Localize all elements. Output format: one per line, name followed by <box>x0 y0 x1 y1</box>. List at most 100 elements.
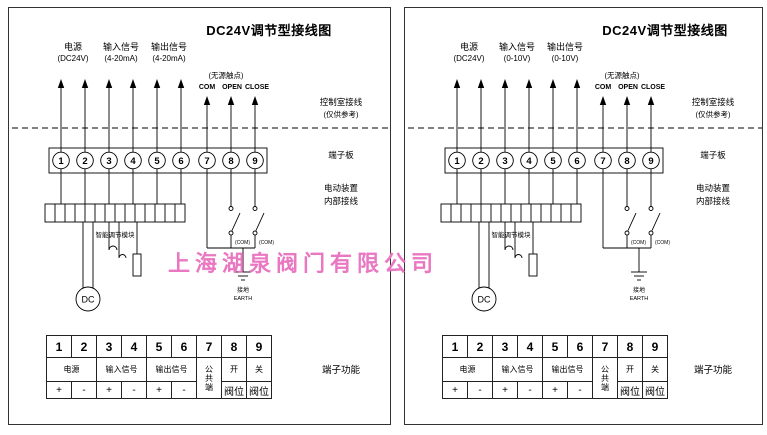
passive-contact-label: (无源触点) <box>604 71 640 80</box>
terminal-number: 2 <box>478 156 483 167</box>
table-cell-number: 8 <box>221 335 247 358</box>
terminal-circle <box>100 151 118 170</box>
switch-com-label: (COM) <box>259 240 274 246</box>
terminal-circle <box>472 151 490 170</box>
table-cell-number: 9 <box>642 335 668 358</box>
switch-com-label: (COM) <box>631 240 646 246</box>
wire-group-range: (0-10V) <box>503 54 531 63</box>
module-label: 智能调节模块 <box>96 230 136 239</box>
terminal-circle <box>52 151 70 170</box>
wire-group-range: (0-10V) <box>551 54 579 63</box>
earth-ground-icon <box>631 248 647 281</box>
terminal-circle <box>172 151 190 170</box>
table-cell-sign: + <box>442 381 468 399</box>
table-cell-sign: + <box>146 381 172 399</box>
terminal-circle <box>246 151 264 170</box>
terminal-board <box>444 147 664 174</box>
dc-source-icon <box>471 286 497 312</box>
terminal-number: 6 <box>574 156 579 167</box>
terminal-circle <box>222 151 240 170</box>
hook-wire-icon <box>118 222 127 259</box>
dc-label: DC <box>478 295 491 305</box>
wire-group-name: 电源 <box>63 42 82 52</box>
table-cell-input: 输入信号 <box>492 357 543 382</box>
terminal-circle <box>618 151 636 170</box>
wire-group-output-signal: 输出信号 (4-20mA) <box>139 42 199 64</box>
wire-group-name: 输出信号 <box>150 42 187 52</box>
wire-group-range: (DC24V) <box>57 54 89 63</box>
earth-label-cn: 接地 <box>633 286 645 294</box>
resistor-icon <box>132 253 142 277</box>
terminal-number: 8 <box>228 156 233 167</box>
arrow-up-icon <box>105 79 113 88</box>
table-cell-common: 公共端 <box>592 357 618 399</box>
device-label-line1: 电动装置 <box>695 183 730 193</box>
terminal-number: 3 <box>106 156 111 167</box>
table-cell-number: 4 <box>517 335 543 358</box>
table-cell-number: 6 <box>567 335 593 358</box>
terminal-number: 2 <box>82 156 87 167</box>
diagram-title: DC24V调节型接线图 <box>602 23 728 38</box>
table-cell-open-sub: 阀位 <box>617 381 643 399</box>
terminal-circle <box>544 151 562 170</box>
terminal-number: 8 <box>624 156 629 167</box>
terminal-numbers: 1 2 3 4 5 6 7 8 9 <box>454 156 653 167</box>
device-label-line2: 内部接线 <box>695 196 730 206</box>
terminal-board-label: 端子板 <box>700 150 726 160</box>
table-cell-close: 关 <box>642 357 668 382</box>
terminal-circle <box>594 151 612 170</box>
resistor-icon <box>528 253 538 277</box>
table-cell-sign: + <box>46 381 72 399</box>
table-cell-number: 1 <box>46 335 72 358</box>
contact-label-close: CLOSE <box>244 84 270 91</box>
arrow-up-icon <box>599 96 607 105</box>
terminal-function-label: 端子功能 <box>693 365 732 376</box>
control-room-label: 控制室接线 <box>691 97 735 107</box>
terminal-circle <box>148 151 166 170</box>
wire-group-input-signal: 输入信号 (4-20mA) <box>91 42 151 64</box>
terminal-function-table: 1 2 3 4 5 6 7 8 9 电源 输入信号 输出信号 公共端 开 关 +… <box>46 335 272 399</box>
wire-group-range: (4-20mA) <box>152 54 186 63</box>
arrow-up-icon <box>453 79 461 88</box>
table-cell-number: 7 <box>592 335 618 358</box>
terminal-circle <box>642 151 660 170</box>
hook-wire-icon <box>504 222 514 251</box>
arrow-up-icon <box>623 96 631 105</box>
table-cell-sign: + <box>542 381 568 399</box>
wire-group-range: (4-20mA) <box>104 54 138 63</box>
watermark: 上海湖泉阀门有限公司 <box>168 251 439 276</box>
contact-label-com: COM <box>594 84 612 91</box>
terminal-function-label: 端子功能 <box>321 365 360 376</box>
wiring-lines <box>408 88 762 312</box>
earth-label-cn: 接地 <box>237 286 249 294</box>
passive-contact-label: (无源触点) <box>208 71 244 80</box>
terminal-circle <box>496 151 514 170</box>
table-cell-output: 输出信号 <box>542 357 593 382</box>
wire-group-power: 电源 (DC24V) <box>43 42 103 64</box>
table-cell-sign: - <box>517 381 543 399</box>
table-cell-sign: - <box>121 381 147 399</box>
arrow-up-icon <box>251 96 259 105</box>
table-cell-number: 6 <box>171 335 197 358</box>
table-cell-number: 9 <box>246 335 272 358</box>
wiring-panel-right: DC24V调节型接线图 电源 (DC24V) 输入信号 (0-10V) 输出信号… <box>404 7 763 425</box>
wiring-diagram-svg: 1 2 3 4 5 6 7 8 9 智能调节模块 DC 接地 EARTH (CO… <box>12 79 389 312</box>
table-cell-open-sub: 阀位 <box>221 381 247 399</box>
wire-group-input-signal: 输入信号 (0-10V) <box>487 42 547 64</box>
switch-com-label: (COM) <box>235 240 250 246</box>
arrow-up-icon <box>203 96 211 105</box>
dc-source-icon <box>75 286 101 312</box>
table-cell-number: 2 <box>467 335 493 358</box>
table-cell-number: 1 <box>442 335 468 358</box>
arrow-up-icon <box>477 79 485 88</box>
wiring-lines <box>12 88 389 312</box>
arrow-up-icon <box>57 79 65 88</box>
diagram-texts: 智能调节模块 DC 接地 EARTH (COM) (COM) <box>82 230 275 305</box>
table-cell-open: 开 <box>221 357 247 382</box>
arrow-up-icon <box>153 79 161 88</box>
wire-group-name: 输入信号 <box>102 42 139 52</box>
dc-label: DC <box>82 295 95 305</box>
terminal-number: 4 <box>130 156 136 167</box>
table-cell-number: 2 <box>71 335 97 358</box>
terminal-function-table: 1 2 3 4 5 6 7 8 9 电源 输入信号 输出信号 公共端 开 关 +… <box>442 335 668 399</box>
